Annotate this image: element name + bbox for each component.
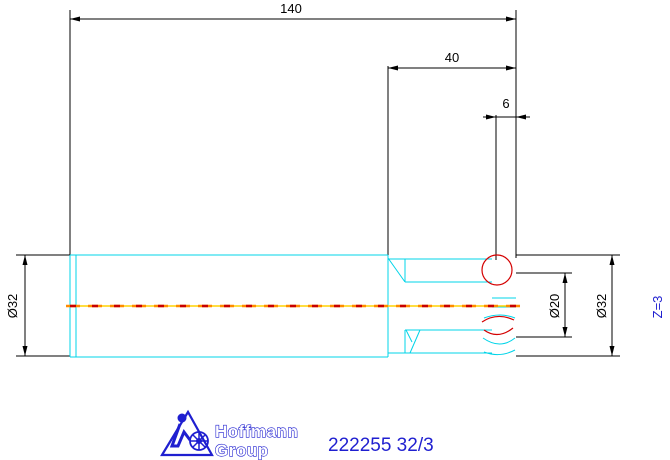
dimension-shank-length (387, 65, 516, 258)
dimension-inner-diameter (516, 272, 572, 338)
left-diameter-label: Ø32 (5, 294, 20, 319)
dimension-overall-length (69, 10, 517, 258)
collar-width-label: 6 (502, 96, 509, 111)
dimension-collar-width (483, 114, 530, 260)
logo-text-line2: Group (215, 441, 269, 460)
hoffmann-logo-icon (160, 409, 214, 457)
tool-outline (69, 254, 516, 358)
cutting-edge-arcs (481, 254, 515, 336)
dimension-left-diameter (16, 254, 70, 357)
right-diameter-label: Ø32 (594, 294, 609, 319)
logo-text-line1: Hoffmann (215, 422, 298, 441)
flute-count-label: Z=3 (650, 296, 665, 319)
inner-diameter-label: Ø20 (547, 294, 562, 319)
dimension-right-diameter (516, 254, 620, 357)
part-number: 222255 32/3 (328, 435, 434, 456)
shank-length-label: 40 (445, 50, 459, 65)
overall-length-label: 140 (280, 1, 302, 16)
